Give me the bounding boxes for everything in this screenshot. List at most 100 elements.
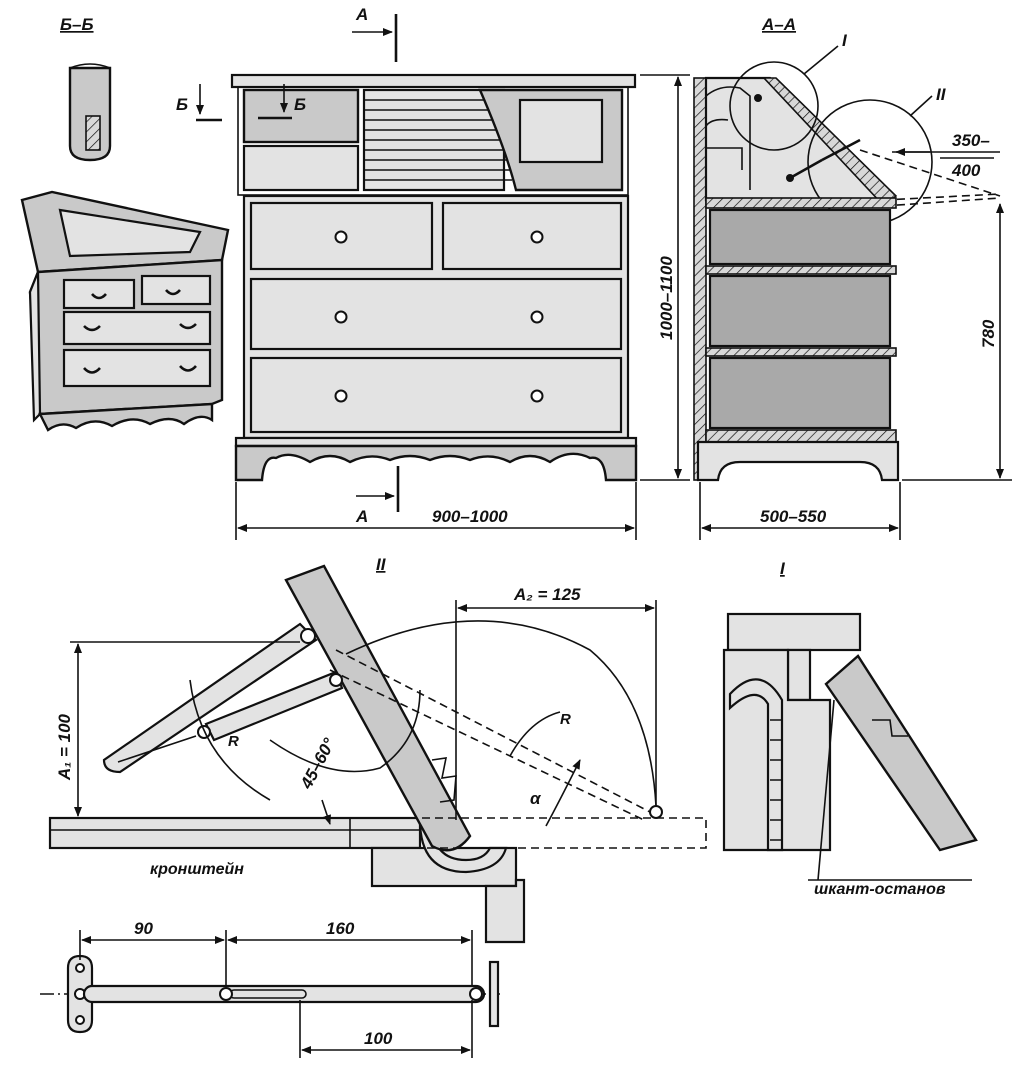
knob-middle-left xyxy=(334,310,348,324)
dim-link-160: 160 xyxy=(326,919,355,938)
section-bb-break-line xyxy=(69,63,111,69)
dim-angle: 45–60° xyxy=(296,735,339,793)
section-bb-groove xyxy=(85,115,101,151)
dim-radius-left: R xyxy=(228,733,239,750)
detail-one-marker: I xyxy=(842,31,848,50)
bracket-pivot-open xyxy=(649,805,663,819)
knob-bottom-right xyxy=(530,389,544,403)
detail-one-leader xyxy=(803,45,839,75)
label-dowel-stop: шкант-останов xyxy=(814,881,946,898)
detail-two-leader xyxy=(909,95,933,117)
arc-alpha xyxy=(545,759,581,827)
bracket-pivot-lid xyxy=(329,673,343,687)
dim-width: 900–1000 xyxy=(432,507,508,526)
front-inner-panel xyxy=(518,98,604,164)
detail-two-marker: II xyxy=(936,85,947,104)
arc-sweep xyxy=(345,620,657,807)
linkage-end-plate xyxy=(488,960,500,1028)
dim-link-90: 90 xyxy=(134,919,153,938)
arc-radius-right xyxy=(509,711,561,757)
detail-lid-notch xyxy=(872,719,908,737)
dim-slot-100: 100 xyxy=(364,1029,393,1048)
iso-drawer-bottom xyxy=(62,348,212,388)
dim-overhang-top: 350– xyxy=(952,131,990,150)
dim-depth: 500–550 xyxy=(760,507,827,526)
dim-radius-right: R xyxy=(560,711,571,728)
side-wall-piece xyxy=(484,878,526,944)
section-bb-view: Б–Б xyxy=(60,15,112,162)
knob-bottom-left xyxy=(334,389,348,403)
side-dowel-point xyxy=(754,94,762,102)
section-aa-view: А–А I II 350– 400 780 xyxy=(693,15,1012,540)
dim-alpha: α xyxy=(530,789,542,808)
bracket-arm-long xyxy=(102,622,318,774)
iso-drawer-small-left xyxy=(62,278,136,310)
detail-lid-edge xyxy=(824,654,978,852)
linkage-pin-end xyxy=(469,987,483,1001)
detail-one-view: I шкант-останов xyxy=(722,559,978,898)
bracket-arm-short xyxy=(204,670,344,742)
side-drawer-1 xyxy=(708,208,892,266)
angle-arrow xyxy=(321,799,331,825)
dim-a2: A₂ = 125 xyxy=(513,585,581,604)
side-bracket-link-1 xyxy=(789,158,823,180)
iso-drawer-small-right xyxy=(140,274,212,306)
detail-top-board xyxy=(726,612,862,652)
section-mark-a-bottom: А xyxy=(355,507,368,526)
section-mark-b-left: Б xyxy=(176,95,188,114)
front-upper-left-compartment xyxy=(242,88,360,144)
drawer-bottom xyxy=(249,356,623,434)
knob-top-right xyxy=(530,230,544,244)
dowel-stop-leader xyxy=(817,699,835,881)
arc-left xyxy=(189,679,271,801)
iso-plinth xyxy=(38,402,214,432)
isometric-secretary-sketch xyxy=(20,190,230,432)
side-bottom-board xyxy=(705,429,897,443)
side-rail-2 xyxy=(705,347,897,357)
side-inner-shelves xyxy=(705,118,743,170)
front-view: А А Б Б 900–1000 1000–1100 xyxy=(176,5,690,540)
side-bracket-link-2 xyxy=(821,138,861,162)
side-inner-curve xyxy=(705,86,751,190)
side-open-lid-dashed xyxy=(859,149,1001,207)
side-rail-1 xyxy=(705,265,897,275)
drawer-middle xyxy=(249,277,623,351)
iso-drawer-handles xyxy=(83,289,197,374)
detail-curved-molding xyxy=(728,678,784,852)
dim-overhang-bottom: 400 xyxy=(951,161,981,180)
side-drawer-2 xyxy=(708,274,892,348)
side-back-panel xyxy=(693,77,707,481)
section-mark-a-top: А xyxy=(355,5,368,24)
detail-one-title: I xyxy=(780,559,786,578)
detail-two-title: II xyxy=(376,555,387,574)
lid-notch xyxy=(431,757,457,803)
detail-molding-ribs xyxy=(770,719,782,841)
linkage-mount-hole-bottom xyxy=(75,1015,85,1025)
section-mark-b-right: Б xyxy=(294,95,306,114)
dim-a1: A₁ = 100 xyxy=(55,713,74,781)
linkage-bar xyxy=(82,984,486,1004)
open-bracket-dashed xyxy=(329,649,651,821)
side-slant-lid xyxy=(762,77,898,208)
knob-middle-right xyxy=(530,310,544,324)
bracket-pivot-top xyxy=(300,628,316,644)
knob-top-left xyxy=(334,230,348,244)
detail-one-circle xyxy=(729,61,819,151)
front-shutter-slats xyxy=(364,99,512,181)
desk-surface-board xyxy=(48,816,422,850)
side-bracket-pivot xyxy=(786,174,794,182)
iso-body-side xyxy=(28,271,42,423)
front-top-board xyxy=(230,73,637,89)
front-lower-left-compartment xyxy=(242,144,360,192)
label-bracket: кронштейн xyxy=(150,861,244,878)
detail-stop-block xyxy=(786,648,812,702)
side-plinth xyxy=(696,440,900,482)
dim-desk-height: 780 xyxy=(979,319,998,348)
section-bb-title: Б–Б xyxy=(60,15,94,34)
open-lid-dashed xyxy=(422,817,707,849)
iso-lid-panel xyxy=(58,208,202,258)
arc-angle xyxy=(269,689,421,773)
dim-height: 1000–1100 xyxy=(657,256,676,340)
side-desk-board xyxy=(705,197,897,209)
